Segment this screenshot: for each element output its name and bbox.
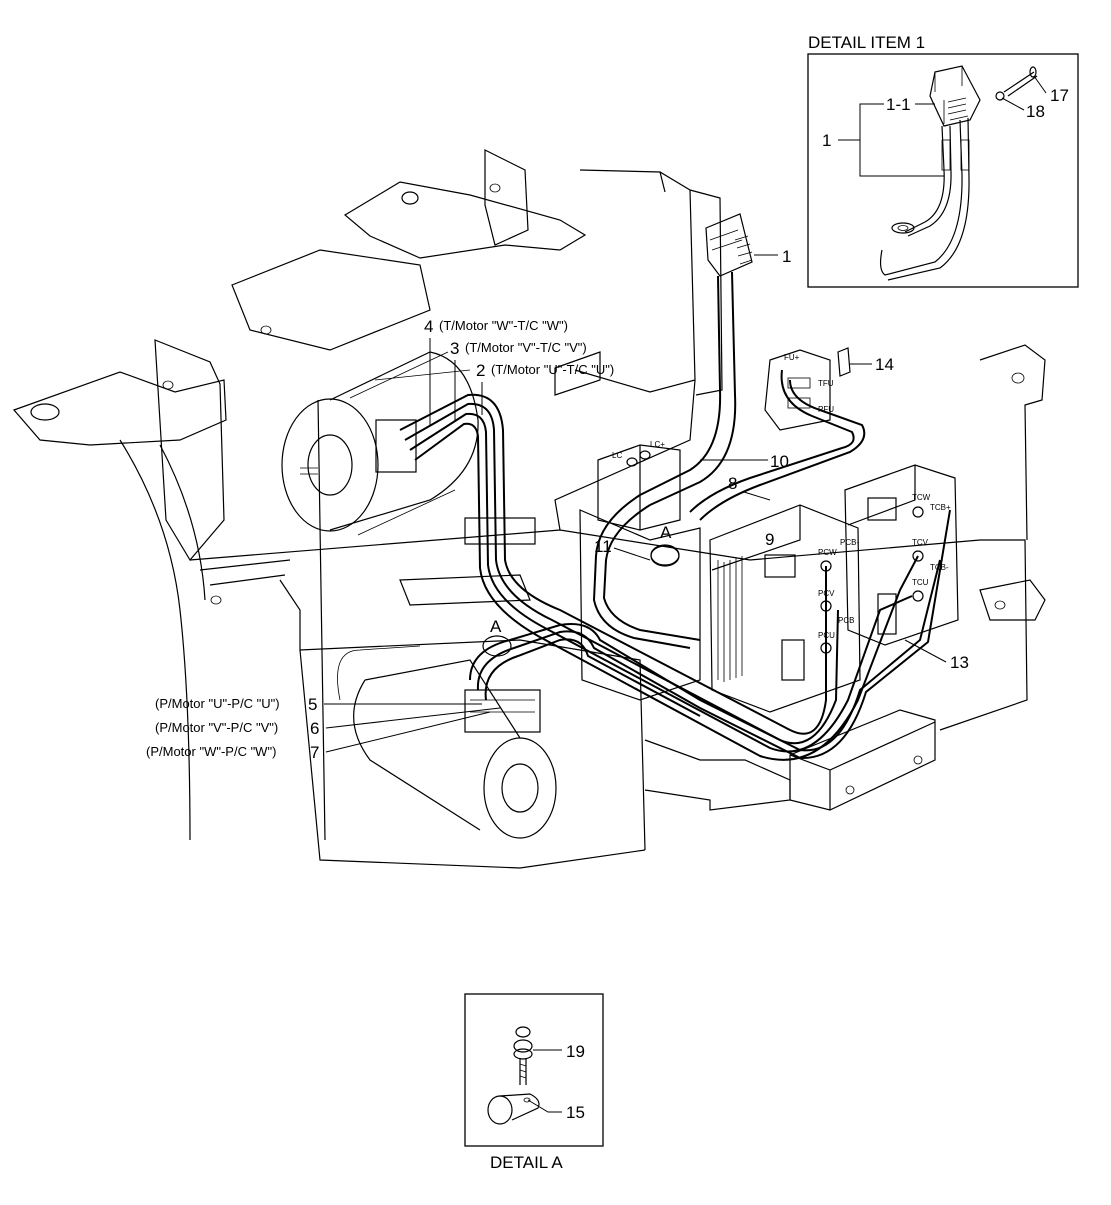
contactor-block: LC+ LC [579,440,701,701]
callout-1: 1 [782,247,791,266]
spare-fuse-icon [837,347,851,377]
cable-clamp-icon [487,1093,540,1125]
mark-tcb-plus: TCB+ [930,503,951,512]
callout-11: 11 [594,537,612,556]
fuse-holder: FU+ TFU PFU [764,347,851,431]
clamp-a-lower [482,635,512,657]
callout-6: 6 [310,719,319,738]
callout-13: 13 [950,653,969,672]
callout-9: 9 [765,530,774,549]
mark-tfu: TFU [818,379,834,388]
desc-2: (T/Motor "U"-T/C "U") [491,362,614,377]
detail-callout-19: 19 [566,1042,585,1061]
detail-item-1-frame [807,53,1079,288]
battery-connector-icon [639,213,753,506]
callout-2: 2 [476,361,485,380]
desc-3: (T/Motor "V"-T/C "V") [465,340,587,355]
detail-a-title: DETAIL A [490,1153,563,1172]
pump-motor-icon [337,645,557,839]
detail-connector-icon [879,65,981,281]
cable-harness [399,369,951,761]
detail-callout-1-1: 1-1 [886,95,911,114]
detail-item-1-title: DETAIL ITEM 1 [808,33,925,52]
detail-a-panel: DETAIL A 19 15 [464,993,604,1172]
callout-8: 8 [728,474,737,493]
callout-4: 4 [424,317,433,336]
detail-a-frame [464,993,604,1147]
mark-lc: LC [612,451,622,460]
detail-callout-1: 1 [822,131,831,150]
traction-motor-icon [281,351,479,536]
callout-a-upper: A [660,523,672,542]
mark-tcv: TCV [912,538,929,547]
pump-controller: PCW PCV PCU PCB- PCB [709,504,861,713]
callout-14: 14 [875,355,894,374]
detail-callout-18: 18 [1026,102,1045,121]
mark-tcw: TCW [912,493,931,502]
desc-7: (P/Motor "W"-P/C "W") [146,744,276,759]
clamp-bolt-icon [513,1026,533,1085]
detail-callout-17: 17 [1050,86,1069,105]
mark-pcb-minus: PCB- [840,538,859,547]
desc-4: (T/Motor "W"-T/C "W") [439,318,568,333]
mark-lc-plus: LC+ [650,440,665,449]
desc-5: (P/Motor "U"-P/C "U") [155,696,280,711]
traction-controller: TCW TCV TCU TCB+ TCB- [844,464,959,646]
bracket-plate [464,517,536,545]
callout-3: 3 [450,339,459,358]
mark-pcw: PCW [818,548,837,557]
main-frame [12,149,1046,869]
detail-item-1-panel: DETAIL ITEM 1 1-1 1 17 18 [807,33,1079,288]
mark-fu-plus: FU+ [784,353,800,362]
desc-6: (P/Motor "V"-P/C "V") [155,720,278,735]
clamp-a-upper [650,545,680,567]
callout-7: 7 [310,743,319,762]
callout-10: 10 [770,452,789,471]
mark-pcb: PCB [838,616,854,625]
callouts: 1 4 (T/Motor "W"-T/C "W") 3 (T/Motor "V"… [146,247,969,762]
callout-5: 5 [308,695,317,714]
detail-callout-15: 15 [566,1103,585,1122]
mark-tcu: TCU [912,578,929,587]
detail-bolt-icon [995,66,1038,101]
callout-a-lower: A [490,617,502,636]
mark-pfu: PFU [818,405,834,414]
